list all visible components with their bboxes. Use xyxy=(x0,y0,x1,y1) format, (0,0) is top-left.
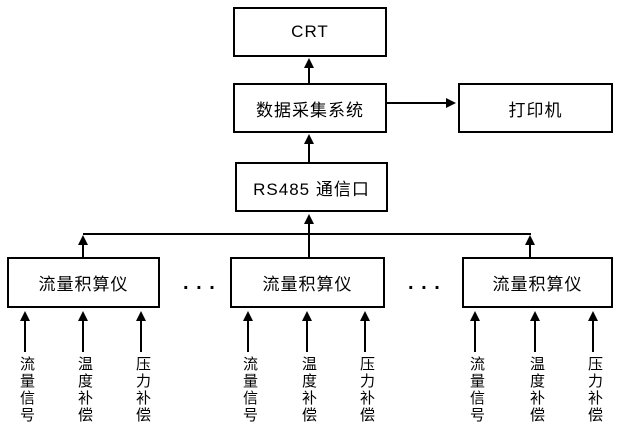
input-label-flow2-pressure-compensation: 压力补偿 xyxy=(358,356,375,424)
edge-daq-to-crt-arrowhead xyxy=(304,58,314,68)
edge-flow3-to-bus-arrowhead xyxy=(525,235,535,245)
input-arrow-flow2-temperature-arrowhead xyxy=(302,311,312,321)
input-arrow-flow2-temperature-line xyxy=(306,319,308,352)
node-crt-label: CRT xyxy=(291,22,329,41)
input-label-flow2-flow-signal: 流量信号 xyxy=(241,356,258,424)
input-label-flow2-temperature-compensation: 温度补偿 xyxy=(300,356,317,424)
input-arrow-flow3-pressure-arrowhead xyxy=(588,311,598,321)
input-label-flow1-flow-signal: 流量信号 xyxy=(18,356,35,424)
input-arrow-flow1-temperature-line xyxy=(82,319,84,352)
input-arrow-flow3-temperature-arrowhead xyxy=(530,311,540,321)
edge-daq-to-printer-arrowhead xyxy=(446,98,456,108)
node-rs485-port: RS485 通信口 xyxy=(235,162,388,212)
input-arrow-flow1-temperature-arrowhead xyxy=(78,311,88,321)
input-arrow-flow3-signal-line xyxy=(474,319,476,352)
input-arrow-flow2-signal-arrowhead xyxy=(243,311,253,321)
input-arrow-flow1-pressure-line xyxy=(140,319,142,352)
edge-daq-to-printer-line xyxy=(387,102,448,104)
edge-flow3-to-bus-line xyxy=(529,243,531,257)
edge-flow1-to-bus-line xyxy=(82,243,84,257)
node-flow-totalizer-3: 流量积算仪 xyxy=(462,257,613,308)
input-arrow-flow3-pressure-line xyxy=(592,319,594,352)
node-flow-totalizer-1-label: 流量积算仪 xyxy=(38,275,129,294)
ellipsis-right: . . . xyxy=(408,272,441,294)
input-arrow-flow1-signal-arrowhead xyxy=(20,311,30,321)
node-flow-totalizer-3-label: 流量积算仪 xyxy=(492,275,583,294)
input-label-flow3-flow-signal: 流量信号 xyxy=(468,356,485,424)
input-arrow-flow1-signal-line xyxy=(24,319,26,352)
node-flow-totalizer-2-label: 流量积算仪 xyxy=(262,275,353,294)
input-arrow-flow2-signal-line xyxy=(247,319,249,352)
bus-line xyxy=(83,233,531,235)
input-arrow-flow1-pressure-arrowhead xyxy=(136,311,146,321)
node-printer-label: 打印机 xyxy=(508,100,563,120)
input-arrow-flow3-temperature-line xyxy=(534,319,536,352)
node-data-acquisition-system: 数据采集系统 xyxy=(233,83,387,133)
node-crt: CRT xyxy=(233,7,387,57)
node-flow-totalizer-1: 流量积算仪 xyxy=(7,257,160,308)
edge-flow2-to-rs485-arrowhead xyxy=(304,214,314,224)
input-arrow-flow3-signal-arrowhead xyxy=(470,311,480,321)
edge-flow1-to-bus-arrowhead xyxy=(78,235,88,245)
node-printer: 打印机 xyxy=(458,83,613,133)
edge-daq-to-crt-line xyxy=(308,66,310,83)
input-label-flow3-temperature-compensation: 温度补偿 xyxy=(528,356,545,424)
edge-flow2-to-rs485-line xyxy=(308,222,310,257)
input-arrow-flow2-pressure-line xyxy=(364,319,366,352)
input-label-flow3-pressure-compensation: 压力补偿 xyxy=(586,356,603,424)
node-flow-totalizer-2: 流量积算仪 xyxy=(230,257,385,308)
ellipsis-left: . . . xyxy=(183,272,216,294)
edge-rs485-to-daq-line xyxy=(308,142,310,162)
input-label-flow1-pressure-compensation: 压力补偿 xyxy=(134,356,151,424)
input-arrow-flow2-pressure-arrowhead xyxy=(360,311,370,321)
edge-rs485-to-daq-arrowhead xyxy=(304,134,314,144)
input-label-flow1-temperature-compensation: 温度补偿 xyxy=(76,356,93,424)
node-rs485-port-label: RS485 通信口 xyxy=(253,179,370,199)
node-data-acquisition-system-label: 数据采集系统 xyxy=(256,100,364,120)
